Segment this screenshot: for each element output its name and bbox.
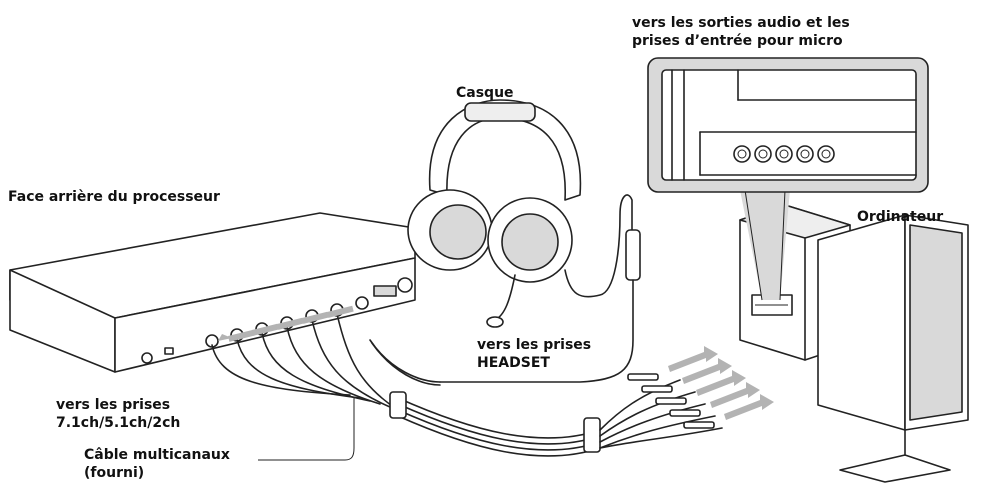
headset-jacks-label-line2: HEADSET [477,355,550,371]
channel-jacks-label-line2: 7.1ch/5.1ch/2ch [56,415,181,431]
headset-jacks-label-line1: vers les prises [477,337,592,353]
cable-label-line2: (fourni) [84,465,145,481]
multichannel-cable [211,313,723,457]
cable-leader-line [258,398,355,461]
cable-label-line1: Câble multicanaux [84,447,230,463]
arrows-to-processor [218,305,354,342]
computer-drawing [647,57,969,483]
computer-audio-jacks [733,145,835,163]
headphones-label: Casque [456,85,514,101]
computer-jacks-label-line2: prises d’entrée pour micro [632,33,843,49]
processor-rear-label: Face arrière du processeur [8,189,220,205]
channel-jacks-label-line1: vers les prises [56,397,171,413]
headphones-drawing [369,99,641,386]
computer-jacks-label-line1: vers les sorties audio et les [632,15,850,31]
computer-label: Ordinateur [857,209,944,225]
arrows-to-computer [668,346,774,420]
